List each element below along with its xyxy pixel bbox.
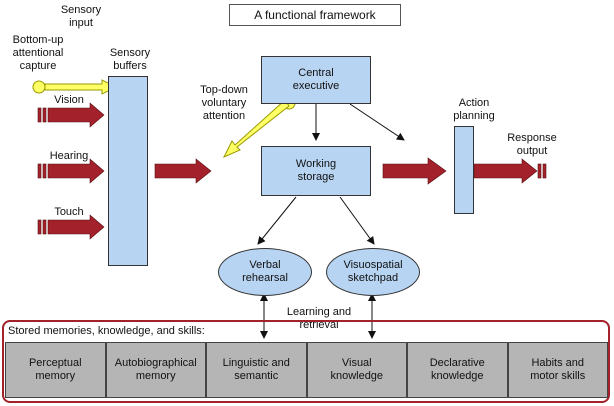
label-touch: Touch bbox=[54, 206, 84, 218]
memory-cell-linguistic: Linguistic and semantic bbox=[206, 342, 307, 398]
stored-memories-frame bbox=[2, 320, 610, 403]
storage-to-visuospatial-arrow bbox=[339, 196, 375, 245]
label-top-down-attention: Top-down voluntary attention bbox=[200, 84, 248, 122]
label-bottom-up-capture: Bottom-up attentional capture bbox=[12, 34, 64, 72]
diagram-title: A functional framework bbox=[229, 4, 401, 26]
vision-arrow bbox=[37, 102, 105, 128]
label-sensory-buffers: Sensory buffers bbox=[109, 47, 151, 72]
verbal-rehearsal-ellipse: Verbal rehearsal bbox=[218, 248, 312, 296]
executive-to-action-arrow bbox=[349, 103, 405, 141]
memory-cell-perceptual: Perceptual memory bbox=[5, 342, 106, 398]
label-hearing: Hearing bbox=[49, 150, 89, 162]
visuospatial-sketchpad-ellipse: Visuospatial sketchpad bbox=[326, 248, 420, 296]
memory-cell-declarative: Declarative knowledge bbox=[407, 342, 508, 398]
verbal-rehearsal-label: Verbal rehearsal bbox=[242, 259, 288, 284]
label-response-output: Response output bbox=[507, 132, 557, 157]
memory-cell-autobiographical: Autobiographical memory bbox=[105, 342, 206, 398]
working-storage-box: Working storage bbox=[261, 146, 371, 196]
action-planning-box bbox=[454, 126, 474, 214]
central-executive-label: Central executive bbox=[292, 67, 340, 92]
working-storage-label: Working storage bbox=[295, 158, 337, 183]
buffer-to-workspace-arrow bbox=[154, 158, 212, 184]
memory-cell-habits: Habits and motor skills bbox=[507, 342, 608, 398]
visuospatial-sketchpad-label: Visuospatial sketchpad bbox=[343, 259, 403, 284]
hearing-arrow bbox=[37, 158, 105, 184]
storage-to-action-arrow bbox=[382, 157, 447, 185]
stored-memories-row: Perceptual memory Autobiographical memor… bbox=[5, 342, 608, 398]
label-vision: Vision bbox=[54, 94, 84, 106]
memory-cell-visual: Visual knowledge bbox=[306, 342, 407, 398]
label-action-planning: Action planning bbox=[453, 97, 495, 122]
touch-arrow bbox=[37, 214, 105, 240]
bottom-up-capture-arrow bbox=[32, 79, 118, 95]
storage-to-verbal-arrow bbox=[257, 196, 297, 245]
response-output-arrow bbox=[473, 158, 547, 184]
label-sensory-input: Sensory input bbox=[60, 4, 102, 29]
sensory-buffers-box bbox=[108, 76, 148, 266]
central-executive-box: Central executive bbox=[261, 56, 371, 104]
stored-memories-title: Stored memories, knowledge, and skills: bbox=[8, 325, 205, 337]
label-learning-retrieval: Learning and retrieval bbox=[276, 306, 362, 332]
